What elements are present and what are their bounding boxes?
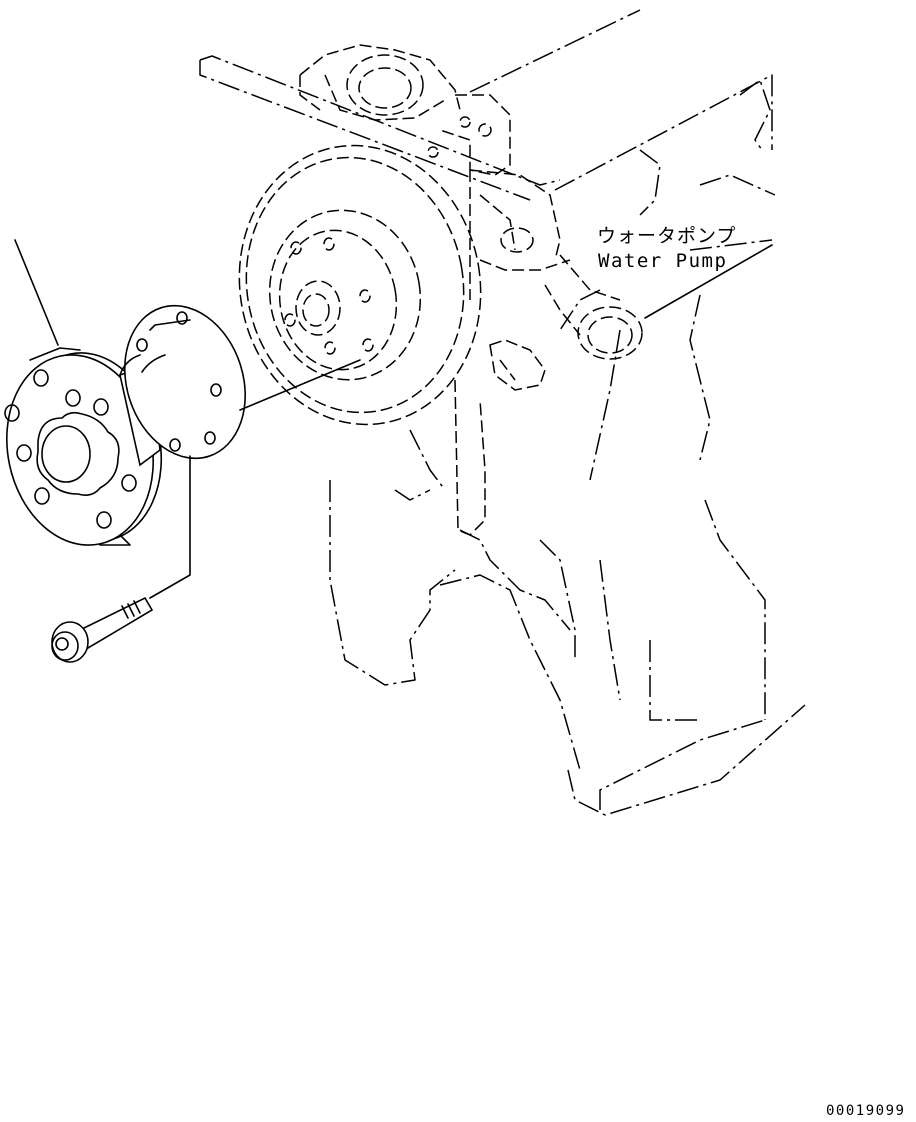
water-pump-assembly	[238, 44, 643, 536]
flange-bolt	[51, 596, 154, 663]
pulley-spacer	[119, 304, 246, 467]
leader-lines	[14, 239, 773, 599]
part-label-en: Water Pump	[598, 250, 728, 272]
figure-number: 00019099	[826, 1103, 906, 1119]
engine-block-outline	[199, 9, 806, 816]
part-label-jp: ウォータポンプ	[597, 225, 737, 247]
